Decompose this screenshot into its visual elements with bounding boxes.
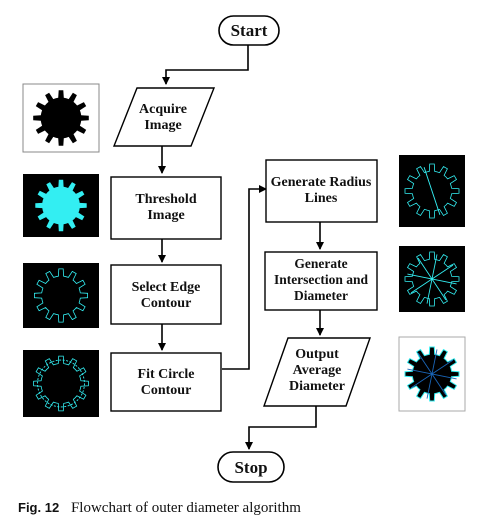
thumbnail-select-edge: cyan gear contour on black background <box>23 263 99 328</box>
fitted-circle <box>37 359 85 408</box>
thumbnail-intersection: gear contour with radius lines <box>399 246 465 312</box>
arrow-output-to-stop <box>245 406 317 450</box>
intersection-label-line3: Diameter <box>294 288 348 303</box>
thumbnail-background <box>23 263 99 328</box>
figure-label: Fig. 12 <box>18 500 60 515</box>
stop-node: Stop <box>217 451 285 483</box>
thumbnail-images: black gear on white background cyan gear … <box>22 83 466 417</box>
thumbnail-output: black gear with diameter lines <box>398 336 466 412</box>
thumbnail-background <box>23 350 99 417</box>
intersection-label-line1: Generate <box>294 256 347 271</box>
intersection-label-line2: Intersection and <box>274 272 369 287</box>
acquire-label-line2: Image <box>144 118 181 133</box>
arrow-start-to-acquire <box>162 45 249 85</box>
threshold-image-node: Threshold Image <box>110 176 222 240</box>
output-label-line2: Average <box>293 363 342 378</box>
thumbnail-threshold: cyan gear on black background <box>23 174 99 237</box>
select-edge-contour-node: Select Edge Contour <box>110 264 222 325</box>
generate-intersection-node: Generate Intersection and Diameter <box>264 251 378 311</box>
figure-caption-text: Flowchart of outer diameter algorithm <box>70 500 301 516</box>
threshold-label-line1: Threshold <box>135 192 196 207</box>
select-edge-label-line1: Select Edge <box>132 280 201 295</box>
threshold-label-line2: Image <box>147 208 184 223</box>
output-average-diameter-node: Output Average Diameter <box>263 337 371 407</box>
acquire-image-node: Acquire Image <box>112 87 216 147</box>
arrow-fit-to-radius <box>222 185 267 370</box>
gear-contour <box>34 268 88 323</box>
start-label: Start <box>231 21 268 40</box>
fit-circle-label-line1: Fit Circle <box>138 367 195 382</box>
fit-circle-label-line2: Contour <box>141 383 192 398</box>
gear-shape <box>33 90 89 146</box>
acquire-label-line1: Acquire <box>139 102 187 117</box>
radius-lines-label-line2: Lines <box>305 191 338 206</box>
gear-shape <box>35 179 87 232</box>
figure-caption: Fig. 12 Flowchart of outer diameter algo… <box>18 500 301 517</box>
output-label-line3: Diameter <box>289 379 345 394</box>
generate-radius-lines-node: Generate Radius Lines <box>265 159 378 223</box>
connectors <box>158 45 324 450</box>
radius-lines-label-line1: Generate Radius <box>271 175 372 190</box>
stop-label: Stop <box>234 458 267 477</box>
thumbnail-radius-lines: gear contour with radius line <box>399 155 465 227</box>
select-edge-label-line2: Contour <box>141 296 192 311</box>
gear-contour <box>404 163 460 219</box>
radius-line <box>410 264 454 294</box>
radius-line <box>423 167 441 215</box>
radius-line <box>410 359 454 389</box>
thumbnail-fit-circle: gear contour with fitted circle <box>23 350 99 417</box>
gear-contour <box>33 355 89 412</box>
start-node: Start <box>218 15 280 46</box>
thumbnail-acquire: black gear on white background <box>22 83 100 153</box>
fit-circle-contour-node: Fit Circle Contour <box>110 352 222 412</box>
gear-contour <box>404 251 460 307</box>
output-label-line1: Output <box>295 347 339 362</box>
